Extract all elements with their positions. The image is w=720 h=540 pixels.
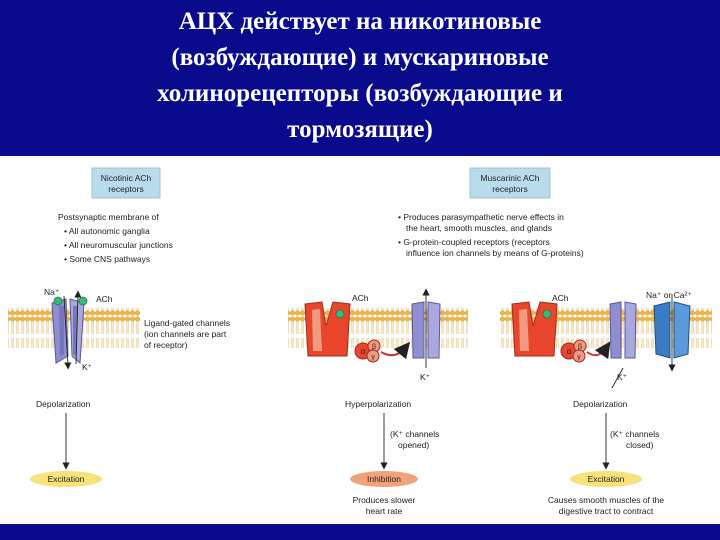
nicotinic-effect: Depolarization: [36, 399, 91, 409]
nicotinic-side-note: (ion channels are part: [144, 329, 227, 339]
muscarinic-right-ach: ACh: [552, 293, 569, 303]
bottom-banner: [0, 524, 720, 540]
svg-text:γ: γ: [371, 354, 375, 361]
title-line: (возбуждающие) и мускариновые: [171, 44, 549, 71]
inhibition-oval: [350, 471, 418, 487]
signal-arrow: [586, 341, 611, 360]
title-line: АЦХ действует на никотиновые: [178, 8, 542, 35]
muscarinic-left-note: opened): [398, 440, 429, 450]
muscarinic-bullet: • Produces parasympathetic nerve effects…: [398, 212, 564, 222]
muscarinic-left-note: (K⁺ channels: [390, 429, 439, 439]
muscarinic-bullet: • G-protein-coupled receptors (receptors: [398, 237, 550, 247]
ach-molecule: [335, 309, 345, 319]
slide-title: АЦХ действует на никотиновые (возбуждающ…: [20, 4, 700, 148]
svg-text:β: β: [578, 344, 582, 351]
nicotinic-bullet: • All neuromuscular junctions: [64, 240, 173, 250]
k-efflux-arrow: [74, 290, 82, 365]
muscarinic-right-note: (K⁺ channels: [610, 429, 659, 439]
muscarinic-left-outcome: Produces slower: [353, 495, 416, 505]
ach-molecule: [542, 309, 552, 319]
title-banner: АЦХ действует на никотиновые (возбуждающ…: [0, 0, 720, 156]
muscarinic-left-result: Inhibition: [367, 474, 401, 484]
nicotinic-bullet: • Some CNS pathways: [64, 254, 150, 264]
ach-molecule: [78, 296, 88, 306]
muscarinic-right-result: Excitation: [588, 474, 625, 484]
muscarinic-left-ach: ACh: [352, 293, 369, 303]
svg-text:γ: γ: [577, 354, 581, 361]
receptor-diagram: Nicotinic ACh receptors Postsynaptic mem…: [0, 156, 720, 524]
nicotinic-intro: Postsynaptic membrane of: [58, 212, 159, 222]
na-influx-arrow: [63, 295, 72, 370]
muscarinic-left-outcome: heart rate: [366, 506, 403, 516]
muscarinic-header-line: Muscarinic ACh: [480, 173, 539, 183]
nicotinic-header-line: receptors: [108, 184, 143, 194]
ca-channel: [653, 301, 691, 359]
muscarinic-left-effect: Hyperpolarization: [345, 399, 411, 409]
muscarinic-right-cation: Na⁺ or Ca²⁺: [646, 290, 692, 300]
muscarinic-right-outcome: digestive tract to contract: [559, 506, 654, 516]
excitation-oval: [570, 471, 642, 487]
nicotinic-header-box: [91, 167, 161, 199]
nicotinic-side-note: of receptor): [144, 340, 188, 350]
k-channel: [411, 301, 441, 359]
muscarinic-right-note: closed): [626, 440, 654, 450]
svg-text:β: β: [372, 344, 376, 351]
muscarinic-right-outcome: Causes smooth muscles of the: [548, 495, 664, 505]
nicotinic-side-note: Ligand-gated channels: [144, 318, 230, 328]
nicotinic-bullet: • All autonomic ganglia: [64, 226, 150, 236]
title-line: тормозящие): [287, 116, 433, 143]
muscarinic-bullet-cont: the heart, smooth muscles, and glands: [406, 223, 552, 233]
muscarinic-header-line: receptors: [492, 184, 527, 194]
svg-text:α: α: [361, 347, 366, 356]
ach-molecule: [53, 296, 63, 306]
muscarinic-left-k: K⁺: [420, 372, 431, 382]
k-blocked-arrow: [611, 367, 624, 389]
muscarinic-header-box: [469, 167, 551, 199]
signal-arrow: [380, 341, 411, 360]
g-protein: α β γ: [354, 339, 381, 363]
nicotinic-k-label: K⁺: [82, 362, 93, 372]
title-line: холинорецепторы (возбуждающие и: [157, 80, 563, 107]
g-protein: α β γ: [560, 339, 587, 363]
k-channel: [609, 301, 637, 359]
svg-text:α: α: [567, 347, 572, 356]
nicotinic-header-line: Nicotinic ACh: [101, 173, 152, 183]
nicotinic-na-label: Na⁺: [44, 287, 60, 297]
excitation-oval: [30, 471, 102, 487]
nicotinic-result: Excitation: [48, 474, 85, 484]
nicotinic-ach-label: ACh: [96, 294, 113, 304]
muscarinic-bullet-cont: influence ion channels by means of G-pro…: [406, 248, 584, 258]
muscarinic-right-k: K⁺: [617, 372, 628, 382]
muscarinic-right-effect: Depolarization: [573, 399, 628, 409]
